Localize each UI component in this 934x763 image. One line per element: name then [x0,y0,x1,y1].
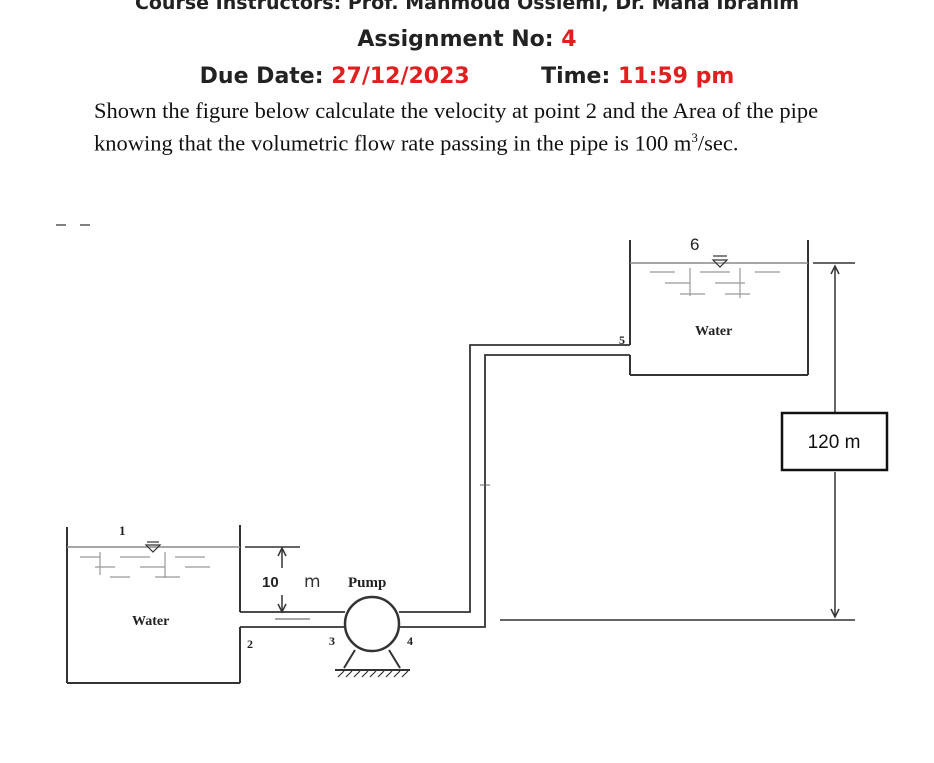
water-surface-symbol-icon [144,544,162,553]
pipe-outlet [399,344,630,628]
point-2-label: 2 [247,637,253,651]
question-body: Shown the figure below calculate the vel… [94,98,819,156]
height-10-unit: m [304,572,321,592]
pump-label: Pump [348,575,386,591]
assignment-number: 4 [561,27,577,52]
point-5-label: 5 [619,333,625,347]
pump [335,595,410,678]
point-3-label: 3 [329,634,335,648]
time-label: Time: [541,64,611,89]
assignment-number-line: Assignment No: 4 [0,27,934,52]
height-120-box [780,411,889,472]
left-tank [66,525,241,684]
course-instructors: Course Instructors: Prof. Mahmoud Ossiem… [134,0,800,14]
point-1-label: 1 [119,523,126,538]
point-4-label: 4 [407,634,413,648]
left-tank-water-label: Water [132,614,169,629]
height-120-value: 120 m [808,432,861,453]
due-date-line: Due Date: 27/12/2023 Time: 11:59 pm [0,64,934,89]
due-date-label: Due Date: [199,64,324,89]
unit-tail: /sec. [697,130,739,156]
time-value: 11:59 pm [617,64,735,89]
due-date-value: 27/12/2023 [331,64,470,89]
height-10-value: 10 [262,574,279,591]
water-surface-symbol-icon [711,259,729,268]
right-tank-water-label: Water [695,324,732,339]
dimension-120m [500,262,855,621]
right-tank [629,240,809,376]
unit-exponent: 3 [691,130,698,145]
point-6-label: 6 [690,235,699,254]
dimension-10m [245,546,310,620]
pipe-inlet [240,611,345,628]
assignment-label: Assignment No: [357,27,554,52]
question-text: Shown the figure below calculate the vel… [94,97,854,157]
